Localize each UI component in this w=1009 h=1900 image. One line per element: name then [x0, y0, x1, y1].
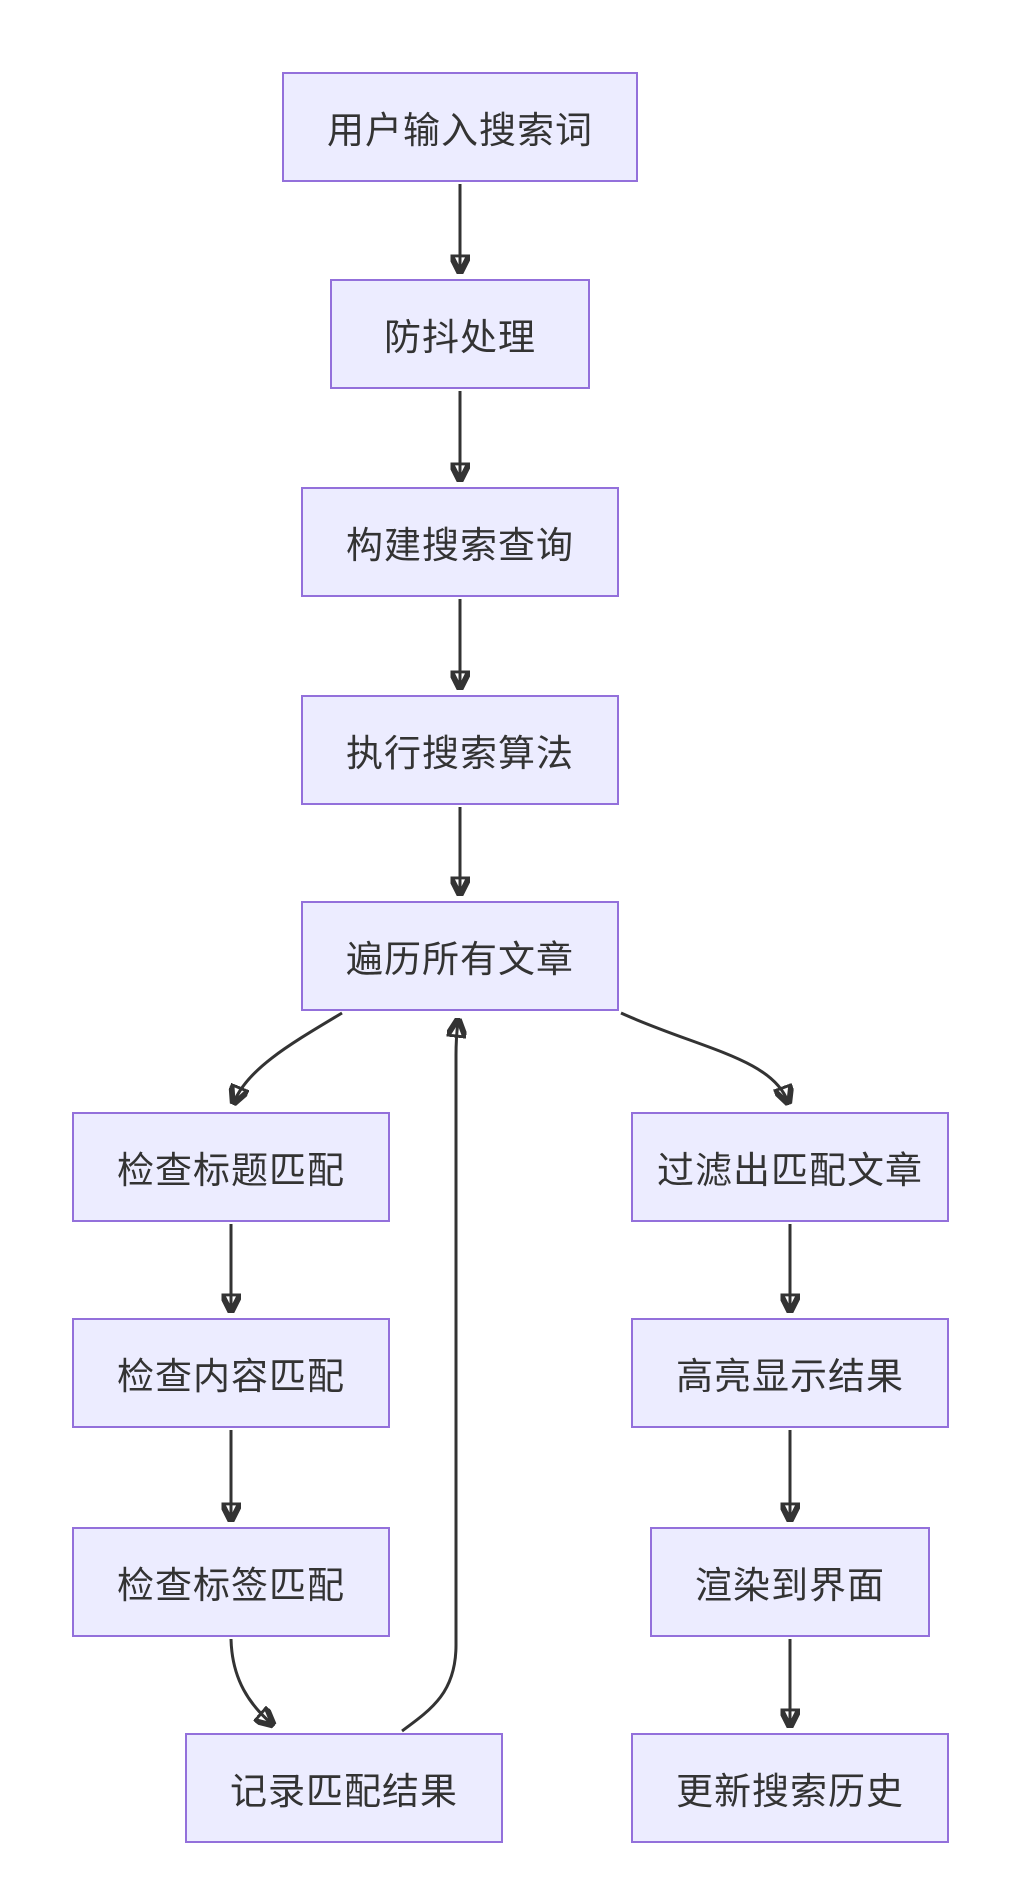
- node-build-query: 构建搜索查询: [301, 487, 619, 597]
- node-highlight: 高亮显示结果: [631, 1318, 949, 1428]
- edge-record-results-iterate: [401, 1021, 458, 1733]
- node-update-history: 更新搜索历史: [631, 1733, 949, 1843]
- node-user-input: 用户输入搜索词: [282, 72, 638, 182]
- node-check-title: 检查标题匹配: [72, 1112, 390, 1222]
- node-debounce: 防抖处理: [330, 279, 590, 389]
- node-exec-search: 执行搜索算法: [301, 695, 619, 805]
- node-label: 检查标签匹配: [117, 1565, 345, 1606]
- node-check-content: 检查内容匹配: [72, 1318, 390, 1428]
- node-record-results: 记录匹配结果: [185, 1733, 503, 1843]
- node-label: 渲染到界面: [695, 1565, 885, 1606]
- node-label: 防抖处理: [384, 317, 536, 358]
- node-label: 过滤出匹配文章: [657, 1150, 923, 1191]
- node-render: 渲染到界面: [650, 1527, 930, 1637]
- node-label: 执行搜索算法: [346, 733, 574, 774]
- node-filter: 过滤出匹配文章: [631, 1112, 949, 1222]
- edge-check-tags-record-results: [229, 1638, 272, 1724]
- node-label: 更新搜索历史: [676, 1771, 904, 1812]
- node-check-tags: 检查标签匹配: [72, 1527, 390, 1637]
- node-iterate: 遍历所有文章: [301, 901, 619, 1011]
- edge-iterate-filter: [620, 1011, 788, 1102]
- node-label: 检查内容匹配: [117, 1356, 345, 1397]
- node-label: 记录匹配结果: [230, 1771, 458, 1812]
- edge-iterate-check-title: [234, 1011, 343, 1102]
- node-label: 构建搜索查询: [346, 525, 574, 566]
- node-label: 高亮显示结果: [676, 1356, 904, 1397]
- node-label: 用户输入搜索词: [327, 110, 593, 151]
- node-label: 检查标题匹配: [117, 1150, 345, 1191]
- node-label: 遍历所有文章: [346, 939, 574, 980]
